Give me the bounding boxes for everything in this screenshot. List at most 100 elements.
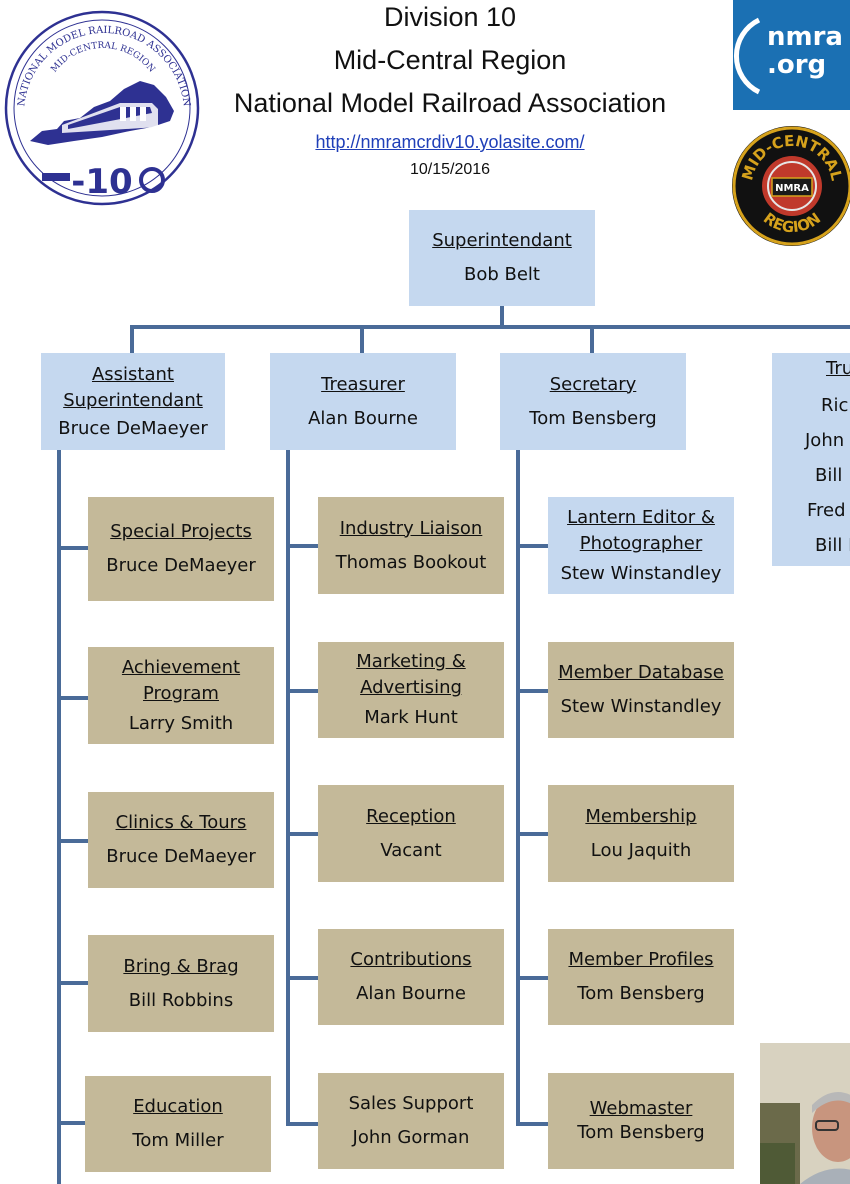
special-projects-title: Special Projects	[110, 521, 252, 542]
achievement-program-box: Achievement Program Larry Smith	[88, 647, 274, 744]
connector-col2-stub-2	[286, 689, 318, 693]
superintendant-box: Superintendant Bob Belt	[409, 210, 595, 306]
trustees-title: Tru	[826, 358, 850, 379]
industry-liaison-box: Industry Liaison Thomas Bookout	[318, 497, 504, 594]
sales-support-title: Sales Support	[348, 1093, 474, 1114]
svg-text:nmra: nmra	[767, 22, 843, 52]
reception-name: Vacant	[380, 839, 442, 861]
website-link[interactable]: http://nmramcrdiv10.yolasite.com/	[200, 132, 700, 153]
connector-col3-trunk	[516, 450, 520, 1126]
connector-col1-trunk	[57, 450, 61, 1184]
special-projects-box: Special Projects Bruce DeMaeyer	[88, 497, 274, 601]
secretary-title: Secretary	[549, 373, 637, 395]
trustee-name-4: Fred	[807, 500, 846, 521]
member-profiles-name: Tom Bensberg	[577, 983, 705, 1004]
member-photo	[760, 1043, 850, 1184]
industry-liaison-name: Thomas Bookout	[335, 551, 487, 573]
clinics-tours-title: Clinics & Tours	[115, 812, 247, 833]
connector-col1-stub-3	[57, 839, 88, 843]
connector-col2-stub-4	[286, 976, 318, 980]
connector-col3-stub-4	[516, 976, 548, 980]
marketing-advertising-box: Marketing & Advertising Mark Hunt	[318, 642, 504, 738]
connector-col1-stub-2	[57, 696, 88, 700]
assistant-superintendant-name: Bruce DeMaeyer	[58, 417, 208, 439]
association-title: National Model Railroad Association	[233, 88, 667, 118]
trustee-name-3: Bill	[815, 465, 843, 486]
member-profiles-title: Member Profiles	[568, 949, 714, 970]
member-database-name: Stew Winstandley	[560, 696, 722, 717]
assistant-superintendant-title-line1: Assistant	[91, 363, 174, 385]
member-profiles-box: Member Profiles Tom Bensberg	[548, 929, 734, 1025]
treasurer-box: Treasurer Alan Bourne	[270, 353, 456, 450]
reception-box: Reception Vacant	[318, 785, 504, 882]
member-database-box: Member Database Stew Winstandley	[548, 642, 734, 738]
sales-support-box: Sales Support John Gorman	[318, 1073, 504, 1169]
division-title: Division 10	[383, 2, 517, 32]
marketing-advertising-title-line1: Marketing &	[356, 651, 466, 672]
website-link-text[interactable]: http://nmramcrdiv10.yolasite.com/	[315, 132, 585, 152]
assistant-superintendant-box: Assistant Superintendant Bruce DeMaeyer	[41, 353, 225, 450]
contributions-box: Contributions Alan Bourne	[318, 929, 504, 1025]
connector-drop-treasurer	[360, 325, 364, 353]
clinics-tours-box: Clinics & Tours Bruce DeMaeyer	[88, 792, 274, 888]
region-title: Mid-Central Region	[333, 45, 567, 75]
assistant-superintendant-title-line2: Superintendant	[63, 389, 203, 411]
lantern-editor-title-line1: Lantern Editor &	[567, 506, 715, 528]
connector-col3-stub-1	[516, 544, 548, 548]
reception-title: Reception	[366, 805, 456, 827]
education-name: Tom Miller	[132, 1130, 224, 1151]
webmaster-title: Webmaster	[589, 1098, 693, 1119]
svg-text:NMRA: NMRA	[775, 183, 809, 194]
lantern-editor-box: Lantern Editor & Photographer Stew Winst…	[548, 497, 734, 594]
connector-super-down	[500, 305, 504, 327]
connector-col2-stub-5	[286, 1122, 318, 1126]
lantern-editor-title-line2: Photographer	[579, 532, 703, 554]
bring-brag-name: Bill Robbins	[128, 989, 234, 1011]
treasurer-title: Treasurer	[321, 373, 405, 395]
treasurer-name: Alan Bourne	[308, 407, 418, 429]
connector-drop-asst	[130, 325, 134, 353]
achievement-program-title-line2: Program	[143, 682, 219, 704]
svg-text:.org: .org	[767, 50, 826, 80]
contributions-title: Contributions	[350, 949, 472, 970]
superintendant-name: Bob Belt	[464, 264, 540, 285]
clinics-tours-name: Bruce DeMaeyer	[106, 846, 256, 867]
superintendant-title: Superintendant	[432, 230, 572, 251]
connector-col3-stub-3	[516, 832, 548, 836]
contributions-name: Alan Bourne	[356, 983, 466, 1004]
nmra-org-logo: nmra .org	[733, 0, 850, 110]
date-label: 10/15/2016	[409, 161, 491, 178]
secretary-name: Tom Bensberg	[529, 407, 657, 429]
connector-col1-stub-1	[57, 546, 88, 550]
industry-liaison-title: Industry Liaison	[339, 517, 483, 539]
lantern-editor-name: Stew Winstandley	[560, 562, 722, 584]
connector-horizontal-main	[130, 325, 850, 329]
sales-support-name: John Gorman	[352, 1127, 470, 1148]
marketing-advertising-name: Mark Hunt	[364, 707, 458, 728]
bring-brag-title: Bring & Brag	[123, 955, 239, 977]
mid-central-region-logo: NMRA MID-CENTRAL REGION	[728, 120, 850, 250]
connector-col1-stub-5	[57, 1121, 88, 1125]
marketing-advertising-title-line2: Advertising	[360, 677, 462, 698]
connector-col3-stub-2	[516, 689, 548, 693]
connector-drop-secretary	[590, 325, 594, 353]
membership-title: Membership	[585, 805, 697, 827]
special-projects-name: Bruce DeMaeyer	[106, 555, 256, 576]
education-box: Education Tom Miller	[85, 1076, 271, 1172]
education-title: Education	[133, 1096, 223, 1117]
webmaster-name: Tom Bensberg	[577, 1122, 705, 1143]
division-10-seal-logo: NATIONAL MODEL RAILROAD ASSOCIATION MID-…	[2, 3, 202, 213]
trustees-box: Tru Rich John Bill Fred Bill F	[772, 353, 850, 566]
trustee-name-1: Rich	[821, 395, 850, 416]
webmaster-box: Webmaster Tom Bensberg	[548, 1073, 734, 1169]
achievement-program-title-line1: Achievement	[121, 656, 241, 678]
connector-col1-stub-4	[57, 981, 88, 985]
connector-col2-trunk	[286, 450, 290, 1126]
trustee-name-5: Bill F	[815, 535, 850, 556]
secretary-box: Secretary Tom Bensberg	[500, 353, 686, 450]
membership-name: Lou Jaquith	[590, 839, 692, 861]
trustee-name-2: John	[805, 430, 845, 451]
connector-col2-stub-3	[286, 832, 318, 836]
bring-brag-box: Bring & Brag Bill Robbins	[88, 935, 274, 1032]
achievement-program-name: Larry Smith	[128, 712, 234, 734]
